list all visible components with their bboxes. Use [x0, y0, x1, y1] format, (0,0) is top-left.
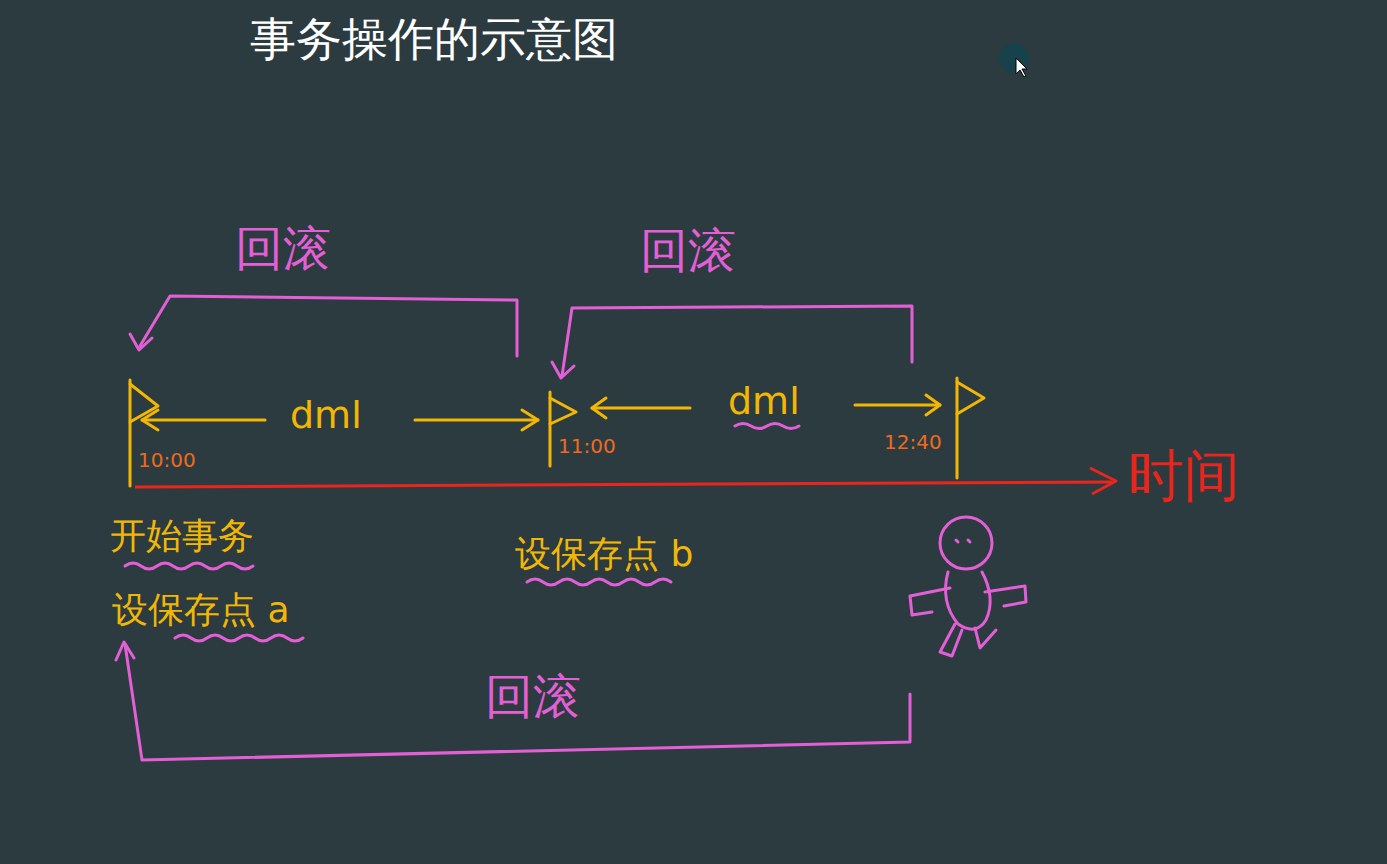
- range-line: [592, 407, 690, 410]
- time-axis: [135, 482, 1112, 487]
- rollback-arrow: [125, 644, 910, 760]
- person-leg: [975, 628, 996, 648]
- dml-label: dml: [728, 382, 800, 420]
- wavy-underline: [735, 424, 799, 429]
- person-head: [940, 517, 992, 569]
- range-line: [142, 419, 265, 422]
- flag-pennant: [550, 398, 576, 424]
- rollback-label: 回滚: [640, 226, 736, 274]
- person-leg: [940, 624, 962, 656]
- axis-label: 时间: [1128, 448, 1240, 504]
- time-label: 12:40: [884, 432, 942, 452]
- person-eye: [956, 540, 958, 542]
- person-arm: [910, 588, 950, 615]
- time-label: 10:00: [138, 450, 196, 470]
- person-body: [946, 572, 991, 629]
- rollback-arrowhead: [130, 334, 152, 350]
- step-label: 设保存点 b: [515, 536, 693, 572]
- range-arrowhead: [926, 395, 940, 415]
- flag-pole: [956, 378, 959, 478]
- range-arrowhead: [592, 398, 606, 418]
- step-label: 设保存点 a: [112, 592, 290, 628]
- mouse-cursor: [1016, 58, 1027, 77]
- person-arm: [985, 586, 1026, 606]
- wavy-underline: [175, 635, 303, 641]
- rollback-arrowhead: [116, 642, 134, 660]
- flag-pole: [549, 392, 552, 466]
- diagram-title: 事务操作的示意图: [250, 16, 618, 62]
- range-line: [415, 419, 538, 422]
- range-arrowhead: [142, 410, 158, 430]
- rollback-arrow: [140, 296, 517, 356]
- wavy-underline: [125, 563, 253, 569]
- time-arrowhead: [1090, 468, 1116, 494]
- step-label: 开始事务: [110, 518, 254, 554]
- range-line: [855, 404, 940, 407]
- rollback-label: 回滚: [235, 224, 331, 272]
- rollback-label: 回滚: [485, 672, 581, 720]
- person-eye: [968, 540, 970, 542]
- range-arrowhead: [522, 410, 538, 430]
- dml-label: dml: [290, 396, 362, 434]
- time-label: 11:00: [558, 436, 616, 456]
- rollback-arrowhead: [552, 362, 574, 378]
- wavy-underline: [527, 579, 671, 585]
- flag-pole: [129, 380, 132, 486]
- rollback-arrow: [562, 306, 912, 376]
- flag-pennant: [130, 384, 158, 422]
- flag-pennant: [957, 382, 984, 414]
